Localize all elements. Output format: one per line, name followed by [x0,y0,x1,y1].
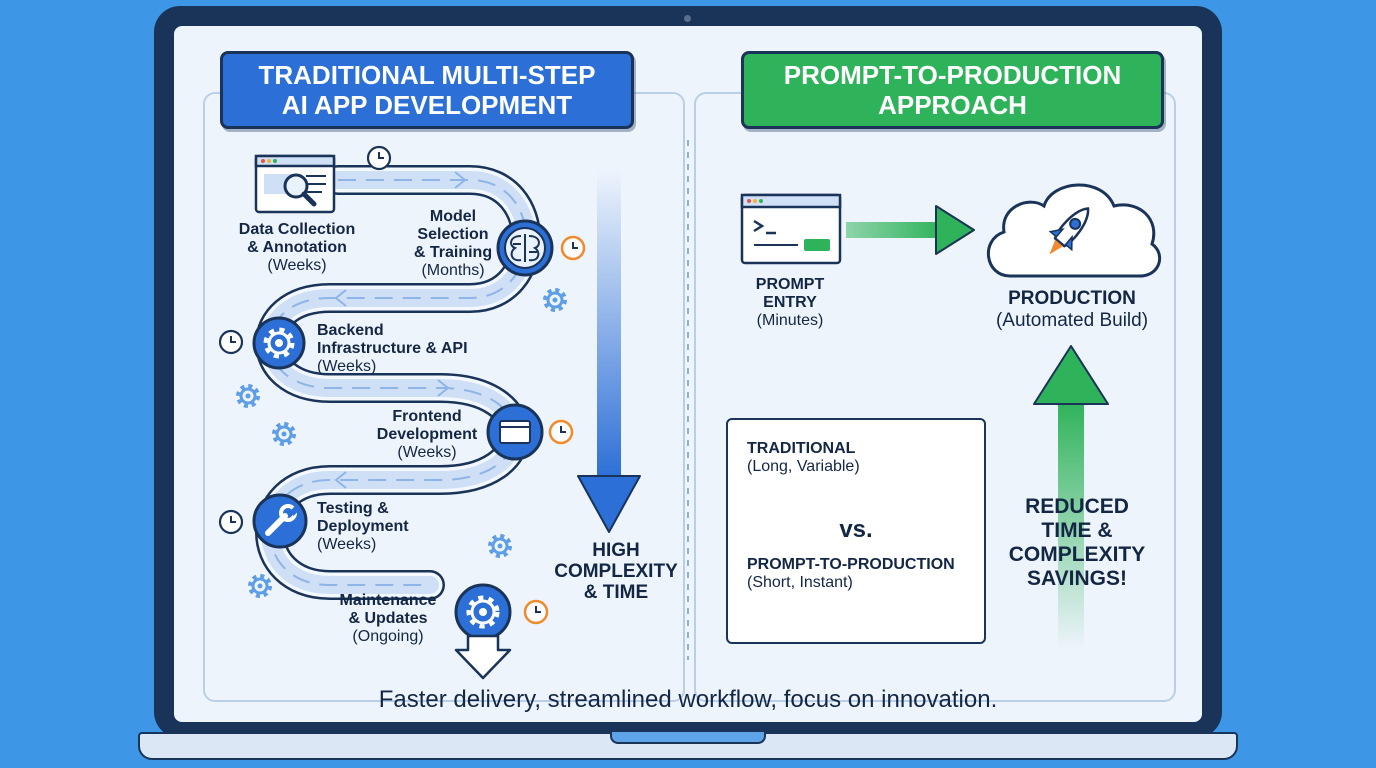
complexity-line: HIGH [592,540,640,561]
clock-icon [523,599,549,625]
prompt-entry-title: PROMPT [755,276,825,293]
step-duration: (Weeks) [317,536,377,553]
gear-icon [454,583,512,641]
complexity-line: COMPLEXITY [554,561,678,582]
step-title-line: Model [429,208,477,225]
clock-icon [560,235,586,261]
clock-icon [218,509,244,535]
footer-tagline: Faster delivery, streamlined workflow, f… [378,686,998,713]
prompt-bar-sub: (Short, Instant) [747,574,853,591]
step-title-line: & Training [413,244,493,261]
step-title-line: & Annotation [247,239,347,256]
step-testing: Testing & Deployment (Weeks) [317,500,437,554]
production-sub: (Automated Build) [995,310,1149,331]
laptop-notch [610,732,766,744]
brain-icon [496,219,554,277]
step-duration: (Ongoing) [352,628,424,645]
step-title-line: Infrastructure & API [317,340,468,357]
traditional-bar-title: TRADITIONAL [747,440,856,457]
magnifier-window-icon [254,154,336,214]
vs-label: vs. [839,516,873,543]
savings-line: SAVINGS! [1027,567,1127,590]
traditional-header: TRADITIONAL MULTI-STEP AI APP DEVELOPMEN… [220,51,634,129]
prompt-to-production-arrow [846,205,975,255]
step-duration: (Weeks) [267,257,327,274]
step-title-line: Frontend [392,408,462,425]
step-title-line: Backend [317,322,384,339]
prompt-entry-title: ENTRY [763,294,817,311]
step-title-line: Development [376,426,478,443]
prompt-bar-label: PROMPT-TO-PRODUCTION (Short, Instant) [747,556,979,592]
step-title-line: Testing & [317,500,389,517]
clock-icon [218,329,244,355]
prompt-bar-title: PROMPT-TO-PRODUCTION [747,556,955,573]
production-label: PRODUCTION (Automated Build) [972,288,1172,332]
complexity-line: & TIME [583,582,649,603]
prompt-entry-duration: (Minutes) [756,312,824,329]
process-end-arrow [454,634,512,680]
clock-icon [548,419,574,445]
decorative-gear-icon [236,384,260,408]
step-title-line: Deployment [317,518,409,535]
step-backend: Backend Infrastructure & API (Weeks) [317,322,497,376]
comparison-chart-box [726,418,986,644]
step-data-collection: Data Collection & Annotation (Weeks) [222,221,372,275]
clock-icon [366,145,392,171]
prompt-header-line2: APPROACH [878,90,1027,120]
terminal-window-icon [740,193,842,265]
decorative-gear-icon [248,574,272,598]
step-model-selection: Model Selection & Training (Months) [400,208,506,280]
prompt-header: PROMPT-TO-PRODUCTION APPROACH [741,51,1164,129]
savings-label: REDUCED TIME & COMPLEXITY SAVINGS! [992,495,1162,591]
step-maintenance: Maintenance & Updates (Ongoing) [326,592,450,646]
step-title-line: Maintenance [339,592,437,609]
decorative-gear-icon [488,534,512,558]
savings-line: TIME & [1041,519,1113,542]
browser-window-icon [486,403,544,461]
savings-line: COMPLEXITY [1008,543,1146,566]
prompt-entry-label: PROMPT ENTRY (Minutes) [730,276,850,330]
step-duration: (Weeks) [317,358,377,375]
camera-icon [684,15,691,22]
step-title-line: Selection [417,226,489,243]
step-frontend: Frontend Development (Weeks) [362,408,492,462]
savings-arrow [1033,345,1109,650]
complexity-label: HIGH COMPLEXITY & TIME [546,540,686,603]
wrench-icon [252,493,308,549]
step-title-line: Data Collection [238,221,356,238]
traditional-bar-sub: (Long, Variable) [747,458,860,475]
prompt-header-line1: PROMPT-TO-PRODUCTION [783,60,1122,90]
step-title-line: & Updates [348,610,428,627]
step-duration: (Weeks) [397,444,457,461]
traditional-header-line1: TRADITIONAL MULTI-STEP [258,60,596,90]
gear-icon [252,316,306,370]
rocket-cloud-icon [987,183,1162,278]
decorative-gear-icon [272,422,296,446]
savings-line: REDUCED [1025,495,1129,518]
production-title: PRODUCTION [1008,288,1136,309]
traditional-bar-label: TRADITIONAL (Long, Variable) [747,440,967,476]
traditional-header-line2: AI APP DEVELOPMENT [281,90,573,120]
complexity-arrow [577,170,641,533]
step-duration: (Months) [421,262,485,279]
decorative-gear-icon [543,288,567,312]
